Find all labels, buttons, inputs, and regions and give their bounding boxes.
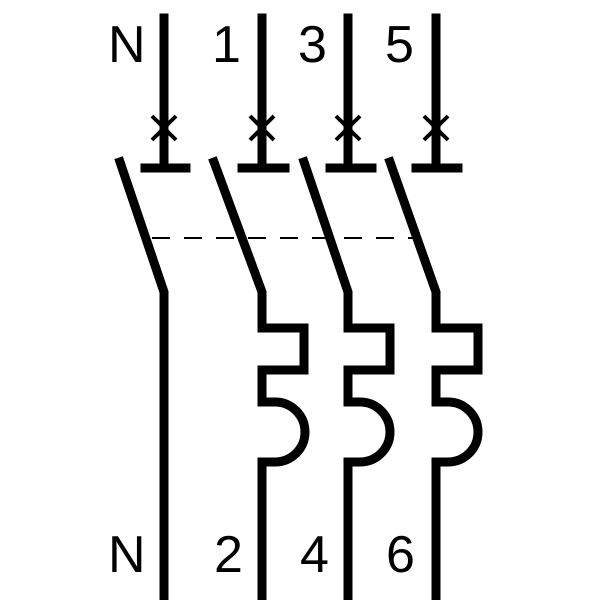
pole-5-6-thermal-element <box>431 323 483 600</box>
terminal-label-top-1: 1 <box>212 16 241 74</box>
pole-5-6 <box>384 13 483 600</box>
terminal-label-bottom-n: N <box>108 526 146 584</box>
terminal-label-top-5: 5 <box>385 16 414 74</box>
pole-5-6-switch-blade <box>384 156 441 333</box>
pole-3-4-thermal-element <box>343 323 395 600</box>
pole-neutral-contact-cross-icon <box>150 114 178 142</box>
terminal-label-top-3: 3 <box>298 16 327 74</box>
pole-1-2 <box>208 13 310 600</box>
pole-1-2-switch-blade <box>208 156 267 333</box>
pole-3-4-switch-blade <box>298 156 353 333</box>
pole-neutral <box>114 13 191 600</box>
pole-1-2-thermal-element <box>257 323 310 600</box>
terminal-label-top-n: N <box>108 16 146 74</box>
pole-3-4-contact-cross-icon <box>334 114 362 142</box>
terminal-label-bottom-4: 4 <box>300 526 329 584</box>
pole-1-2-contact-cross-icon <box>248 114 276 142</box>
terminal-label-bottom-2: 2 <box>214 526 243 584</box>
terminal-label-bottom-6: 6 <box>386 526 415 584</box>
pole-3-4 <box>298 13 395 600</box>
pole-5-6-contact-cross-icon <box>422 114 450 142</box>
pole-neutral-switch-blade <box>114 156 169 600</box>
